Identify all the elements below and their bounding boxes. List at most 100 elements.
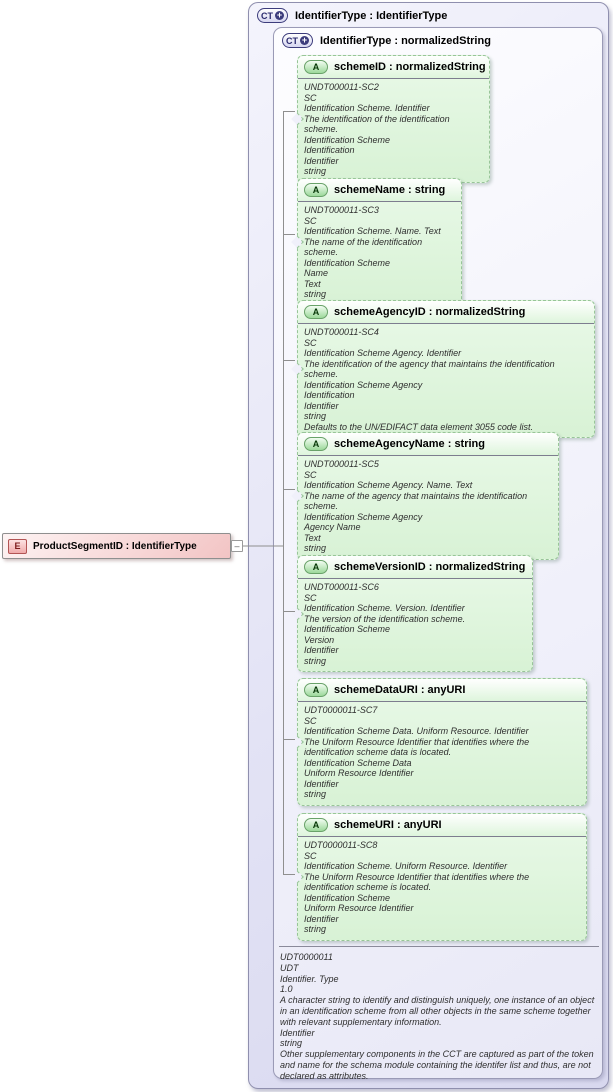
attribute-schemeagencyid[interactable]: A schemeAgencyID : normalizedString UNDT…	[297, 300, 595, 439]
attribute-header[interactable]: A schemeVersionID : normalizedString	[298, 556, 532, 579]
attribute-header[interactable]: A schemeAgencyName : string	[298, 433, 558, 456]
annotation-line: string	[304, 543, 327, 554]
annotation-line: Identifier	[304, 155, 339, 166]
complextype-icon: CT +	[282, 33, 313, 48]
annotation-line: SC	[304, 850, 317, 861]
attribute-schemeid[interactable]: A schemeID : normalizedString UNDT000011…	[297, 55, 490, 183]
complextype-identifiertype-outer[interactable]: CT + IdentifierType : IdentifierType CT …	[248, 2, 609, 1089]
attribute-label: schemeURI : anyURI	[334, 819, 442, 831]
annotation-line: UNDT000011-SC2	[304, 82, 379, 92]
element-label: ProductSegmentID : IdentifierType	[33, 540, 197, 552]
annotation-line: Uniform Resource Identifier	[304, 903, 414, 914]
attribute-label: schemeAgencyID : normalizedString	[334, 306, 526, 318]
complextype-icon: CT +	[257, 8, 288, 23]
annotation-line: Identification Scheme	[304, 257, 391, 268]
annotation-line: Other supplementary components in the CC…	[280, 1049, 594, 1081]
attribute-label: schemeVersionID : normalizedString	[334, 561, 526, 573]
annotation-line: Version	[304, 634, 335, 645]
annotation-line: string	[280, 1038, 303, 1049]
annotation-line: Identifier	[304, 645, 339, 656]
annotation-line: Identification Scheme	[304, 134, 391, 145]
annotation-line: Text	[304, 278, 321, 289]
attribute-icon: A	[304, 818, 328, 832]
annotation-line: The version of the identification scheme…	[304, 613, 466, 624]
annotation-line: string	[304, 411, 327, 422]
attribute-schemeagencyname[interactable]: A schemeAgencyName : string UNDT000011-S…	[297, 432, 559, 560]
annotation-line: SC	[304, 469, 317, 480]
annotation-line: string	[304, 924, 327, 935]
attribute-icon: A	[304, 305, 328, 319]
annotation-line: Uniform Resource Identifier	[304, 768, 414, 779]
annotation-line: UDT0000011-SC8	[304, 840, 378, 850]
annotation-line: Identification Scheme Agency. Identifier	[304, 348, 462, 359]
annotation-line: Identification Scheme	[304, 624, 391, 635]
annotation-line: string	[304, 655, 327, 666]
attribute-icon: A	[304, 437, 328, 451]
annotation-line: SC	[304, 92, 317, 103]
annotation-line: Name	[304, 268, 329, 279]
annotation-line: Identifier	[304, 400, 339, 411]
collapse-handle[interactable]: –	[231, 540, 243, 552]
attribute-schemeversionid[interactable]: A schemeVersionID : normalizedString UND…	[297, 555, 533, 673]
annotation-line: Defaults to the UN/EDIFACT data element …	[304, 421, 533, 432]
inner-type-label: IdentifierType : normalizedString	[320, 34, 491, 47]
annotation-line: UNDT000011-SC4	[304, 327, 379, 337]
annotation-line: Identifier	[280, 1027, 315, 1038]
annotation-line: UDT	[280, 962, 299, 973]
attribute-icon: A	[304, 183, 328, 197]
attribute-label: schemeDataURI : anyURI	[334, 684, 466, 696]
annotation-line: The name of the identification scheme.	[304, 236, 423, 258]
annotation-line: The name of the agency that maintains th…	[304, 490, 528, 512]
element-productsegmentid[interactable]: E ProductSegmentID : IdentifierType	[2, 533, 231, 559]
annotation-line: Identifier	[304, 778, 339, 789]
annotation-line: string	[304, 289, 327, 300]
attribute-header[interactable]: A schemeURI : anyURI	[298, 814, 586, 837]
attribute-header[interactable]: A schemeAgencyID : normalizedString	[298, 301, 594, 324]
attribute-icon: A	[304, 683, 328, 697]
attribute-icon: A	[304, 560, 328, 574]
complextype-identifiertype-inner[interactable]: CT + IdentifierType : normalizedString A…	[273, 27, 603, 1082]
annotation-line: Identification Scheme. Name. Text	[304, 226, 441, 237]
attribute-label: schemeName : string	[334, 184, 446, 196]
annotation-line: UNDT000011-SC5	[304, 459, 379, 469]
annotation-line: The Uniform Resource Identifier that ide…	[304, 736, 530, 758]
inner-type-header: CT + IdentifierType : normalizedString	[282, 33, 491, 48]
annotation-line: 1.0	[280, 984, 293, 995]
annotation-line: The Uniform Resource Identifier that ide…	[304, 871, 530, 893]
annotation-line: UDT0000011-SC7	[304, 705, 378, 715]
outer-type-label: IdentifierType : IdentifierType	[295, 9, 448, 22]
attribute-label: schemeID : normalizedString	[334, 61, 486, 73]
annotation-line: Identification Scheme. Uniform Resource.…	[304, 861, 508, 872]
annotation-line: Text	[304, 532, 321, 543]
annotation-line: Identification Scheme Data. Uniform Reso…	[304, 726, 529, 737]
attribute-label: schemeAgencyName : string	[334, 438, 485, 450]
annotation-line: SC	[304, 715, 317, 726]
attribute-header[interactable]: A schemeName : string	[298, 179, 461, 202]
annotation-line: The identification of the agency that ma…	[304, 358, 555, 380]
outer-type-header: CT + IdentifierType : IdentifierType	[257, 8, 447, 23]
annotation-line: Identification Scheme Agency	[304, 379, 423, 390]
annotation-line: SC	[304, 337, 317, 348]
attribute-icon: A	[304, 60, 328, 74]
annotation-line: Identification Scheme Agency	[304, 511, 423, 522]
annotation-line: string	[304, 166, 327, 177]
annotation-line: string	[304, 789, 327, 800]
annotation-line: Identifier. Type	[280, 973, 339, 984]
attribute-header[interactable]: A schemeDataURI : anyURI	[298, 679, 586, 702]
attribute-header[interactable]: A schemeID : normalizedString	[298, 56, 489, 79]
annotation-line: A character string to identify and disti…	[280, 995, 595, 1027]
annotation-line: UDT0000011	[280, 952, 333, 962]
annotation-line: The identification of the identification…	[304, 113, 450, 135]
annotation-line: Identification Scheme. Version. Identifi…	[304, 603, 465, 614]
annotation-line: UNDT000011-SC6	[304, 582, 379, 592]
